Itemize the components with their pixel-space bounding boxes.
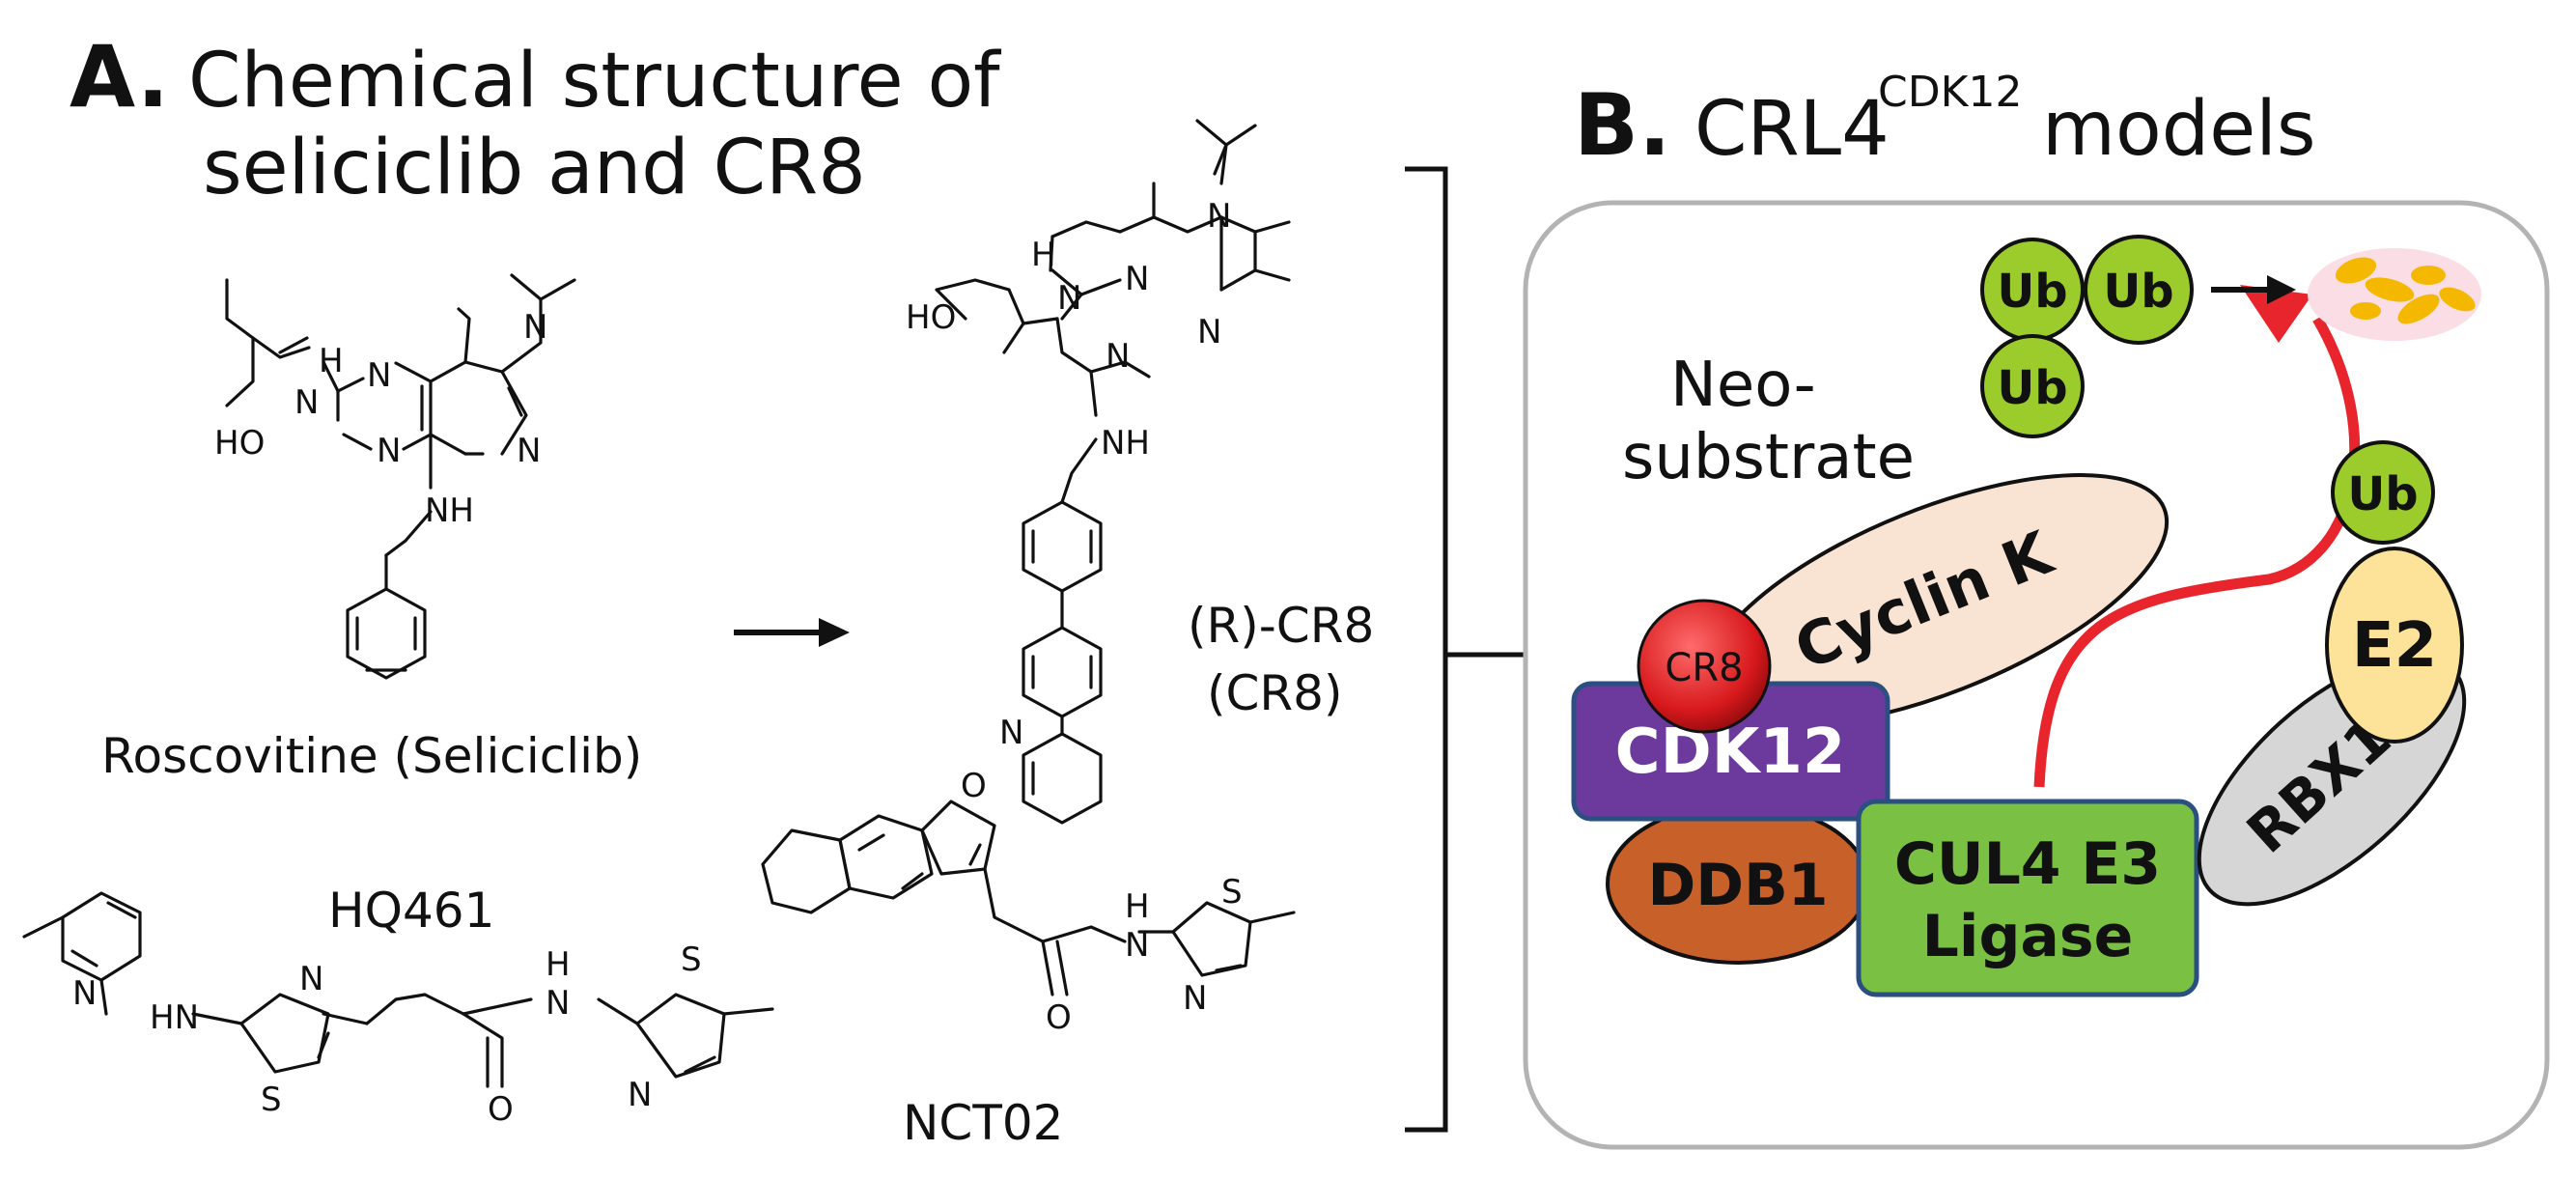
ubiquitin-e2: Ub xyxy=(2331,440,2435,545)
roscovitine-n3: N xyxy=(377,432,401,470)
panel-b-title-sup: CDK12 xyxy=(1878,68,2022,117)
cul4-label-line1: CUL4 E3 xyxy=(1894,830,2161,898)
ub-label-e2: Ub xyxy=(2347,467,2418,521)
cul4-label-line2: Ligase xyxy=(1922,903,2134,970)
degraded-protein-fragments xyxy=(2308,248,2481,341)
e2-enzyme: E2 xyxy=(2325,547,2464,744)
panel-b-letter: B. xyxy=(1574,75,1671,175)
cr8-pyridine-n: N xyxy=(999,714,1023,752)
nct02-s: S xyxy=(1221,873,1243,912)
nct02-h: H xyxy=(1125,887,1150,926)
roscovitine-n4: N xyxy=(523,308,547,347)
panel-a-title-line1: Chemical structure of xyxy=(188,38,1001,125)
hq461-hn: HN xyxy=(150,998,199,1037)
cr8-ho: HO xyxy=(906,298,956,337)
roscovitine-label: Roscovitine (Seliciclib) xyxy=(101,728,642,784)
conversion-arrow xyxy=(734,618,850,647)
nct02-label: NCT02 xyxy=(903,1095,1063,1151)
panel-b-title-tail: models xyxy=(2042,86,2316,173)
roscovitine-n2: N xyxy=(367,356,391,395)
ubiquitin-transfer-arrow xyxy=(2033,285,2361,788)
nct02-nh: N xyxy=(1125,926,1149,965)
roscovitine-structure: H N N N N N NH HO xyxy=(214,273,576,680)
roscovitine-n5: N xyxy=(517,432,541,470)
ddb1-label: DDB1 xyxy=(1647,852,1828,919)
cr8-structure: HO H N N N N N NH N xyxy=(906,119,1291,825)
hq461-n3: N xyxy=(628,1076,652,1114)
ubiquitin-chain-2: Ub xyxy=(2084,235,2194,345)
ubiquitin-chain-1: Ub xyxy=(1980,238,2085,342)
ub-label-2: Ub xyxy=(2103,265,2173,319)
roscovitine-ho: HO xyxy=(214,424,265,463)
panel-a-letter: A. xyxy=(70,27,169,126)
cdk12-label: CDK12 xyxy=(1615,716,1846,788)
ddb1: DDB1 xyxy=(1606,802,1870,965)
cr8-n3: N xyxy=(1207,197,1231,236)
hq461-pyridine-n: N xyxy=(72,974,97,1013)
cr8-ball-label: CR8 xyxy=(1665,646,1743,690)
roscovitine-n1: N xyxy=(294,383,319,422)
cr8-label-line1: (R)-CR8 xyxy=(1188,598,1374,654)
hq461-structure: N HN N S H N O S N xyxy=(22,891,774,1129)
e2-label: E2 xyxy=(2352,610,2437,682)
panel-b-title-base: CRL4 xyxy=(1694,86,1890,173)
cr8-nh: NH xyxy=(1101,424,1150,463)
cr8-h: H xyxy=(1031,236,1056,274)
cr8-n4: N xyxy=(1197,313,1221,351)
cr8-n2: N xyxy=(1125,260,1149,298)
hq461-h: H xyxy=(546,945,571,984)
degradation-arrow xyxy=(2211,275,2296,304)
roscovitine-nh: NH xyxy=(425,491,474,530)
hq461-o: O xyxy=(488,1090,514,1129)
cr8-n1: N xyxy=(1057,279,1081,318)
hq461-s1: S xyxy=(261,1081,282,1119)
cul4-e3-ligase: CUL4 E3 Ligase xyxy=(1856,799,2199,997)
panel-a-title-line2: seliciclib and CR8 xyxy=(203,125,866,211)
hq461-n2: N xyxy=(546,984,570,1023)
ubiquitin-chain-3: Ub xyxy=(1980,334,2085,438)
ub-label-3: Ub xyxy=(1997,361,2067,415)
nct02-o: O xyxy=(1046,998,1072,1037)
ub-label-1: Ub xyxy=(1997,265,2067,319)
nct02-o-furan: O xyxy=(961,767,987,805)
roscovitine-h: H xyxy=(319,342,344,380)
neo-substrate-line2: substrate xyxy=(1622,422,1915,493)
hq461-s2: S xyxy=(681,940,702,979)
nct02-structure: O N H S N O xyxy=(761,767,1296,1037)
hq461-label: HQ461 xyxy=(328,883,494,939)
neo-substrate-line1: Neo- xyxy=(1670,350,1816,421)
cr8-label-line2: (CR8) xyxy=(1207,665,1342,721)
hq461-n1: N xyxy=(299,960,323,998)
nct02-n: N xyxy=(1183,979,1207,1018)
cr8-n5: N xyxy=(1106,337,1130,376)
cr8-compound: CR8 xyxy=(1637,599,1772,734)
